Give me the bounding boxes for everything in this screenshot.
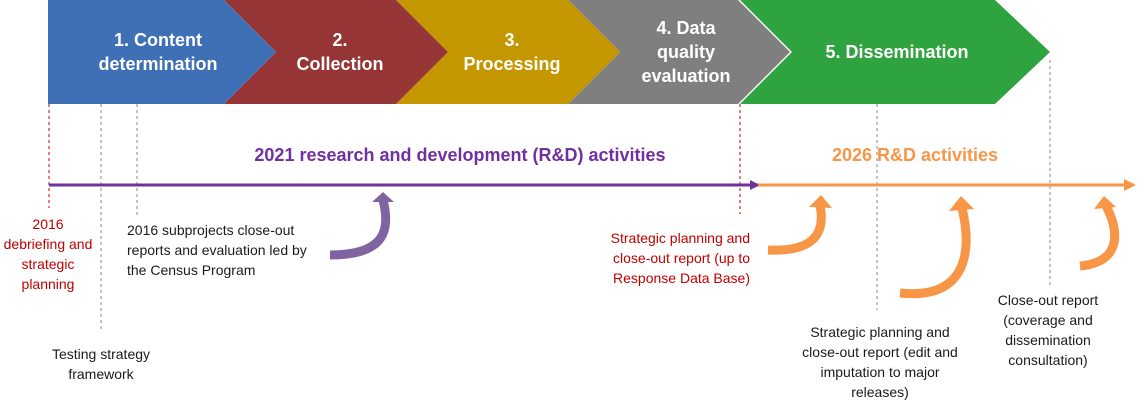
curved-arrow-orange-3-head (1094, 196, 1116, 209)
milestone-subprojects-closeout: 2016 subprojects close-out reports and e… (127, 222, 307, 278)
milestone-strategic-planning-rdb: Strategic planning and close-out report … (610, 230, 750, 286)
curved-arrow-orange-3 (1079, 203, 1120, 271)
milestone-closeout-coverage: Close-out report (coverage and dissemina… (997, 292, 1099, 368)
phase-chevron-content (48, 0, 276, 104)
curved-arrow-orange-1-head (809, 195, 832, 208)
phase-label-dissemination: 5. Dissemination (825, 42, 969, 62)
curved-arrow-purple (329, 198, 391, 260)
phase-chevron-processing (396, 0, 620, 104)
phase-label-content: 1. Content determination (98, 30, 218, 74)
track-label-2021: 2021 research and development (R&D) acti… (254, 145, 666, 165)
curved-arrow-orange-2 (899, 206, 971, 299)
phase-chevron-dissemination (740, 0, 1050, 104)
track-label-2026: 2026 R&D activities (831, 145, 999, 165)
curved-arrow-orange-2-head (949, 196, 974, 211)
phase-label-processing: 3. Processing (463, 30, 561, 74)
milestone-debriefing-2016: 2016 debriefing and strategic planning (3, 216, 93, 292)
curved-arrow-purple-head (372, 192, 394, 202)
phase-chevron-data-quality (568, 0, 790, 104)
milestone-strategic-planning-edit: Strategic planning and close-out report … (802, 324, 958, 400)
phase-chevron-collection (224, 0, 448, 104)
phase-label-data-quality: 4. Data quality evaluation (641, 18, 731, 86)
phase-label-collection: 2. Collection (296, 30, 384, 74)
milestone-testing-strategy: Testing strategy framework (51, 346, 151, 382)
curved-arrow-orange-1 (767, 204, 826, 255)
